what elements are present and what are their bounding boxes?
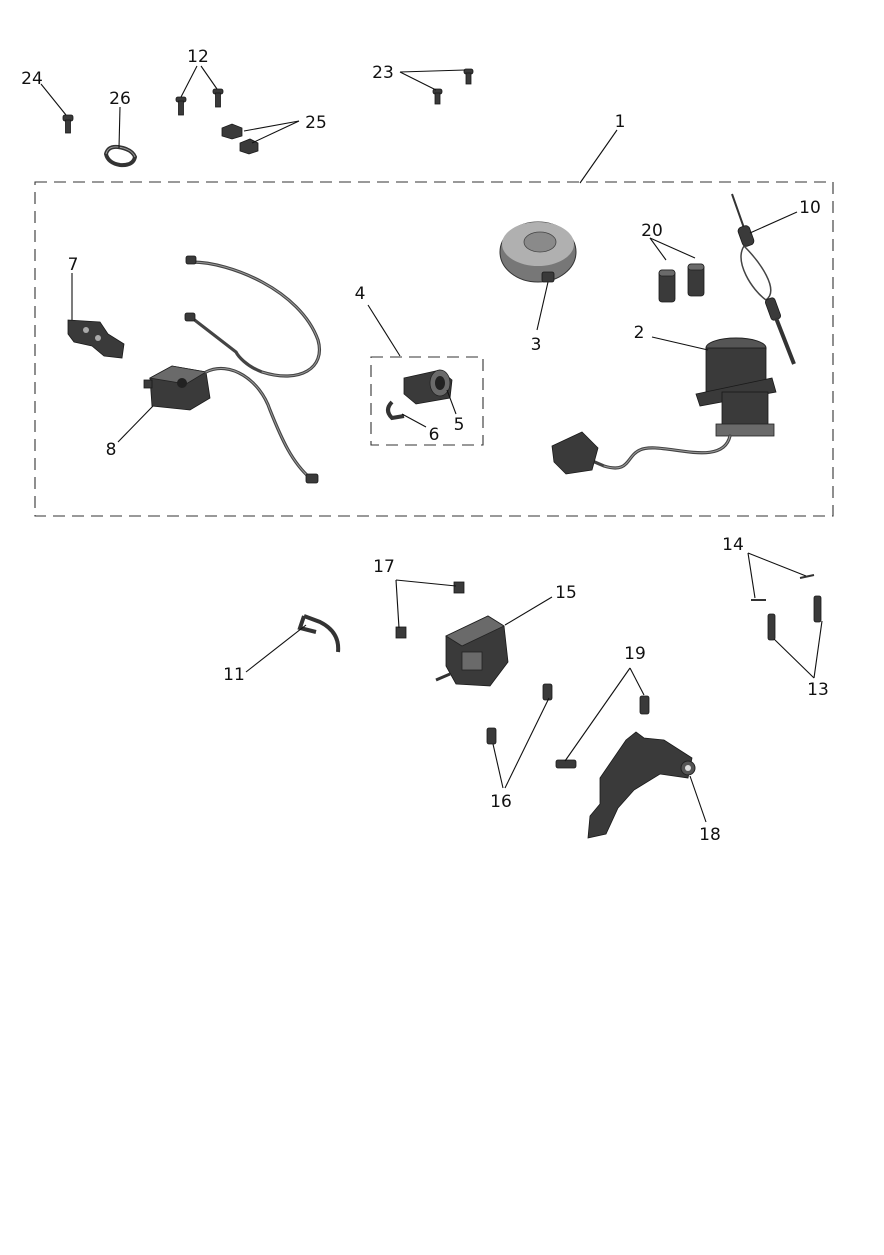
callout-4: 4 [355, 284, 366, 304]
part-14-pins [751, 574, 815, 601]
leader-lines [40, 65, 823, 823]
part-16-screws [486, 683, 553, 745]
callout-10: 10 [799, 198, 821, 218]
part-24-bolt [62, 114, 74, 134]
callout-2: 2 [634, 323, 645, 343]
part-8-switch [143, 365, 211, 411]
callout-26: 26 [109, 89, 131, 109]
part-13-bolts [767, 595, 822, 641]
part-2-ignition [551, 337, 777, 475]
callout-1: 1 [615, 112, 626, 132]
callout-16: 16 [490, 792, 512, 812]
part-5-barrel [403, 369, 453, 405]
part-19-screws [555, 695, 650, 769]
callout-12: 12 [187, 47, 209, 67]
callout-13: 13 [807, 680, 829, 700]
callout-3: 3 [531, 335, 542, 355]
callout-labels: 1 2 3 4 5 6 7 8 10 11 12 13 14 15 16 17 … [21, 47, 829, 845]
callout-24: 24 [21, 69, 43, 89]
callout-8: 8 [106, 440, 117, 460]
part-10-key [731, 193, 796, 365]
callout-6: 6 [429, 425, 440, 445]
part-15-housing [435, 615, 509, 687]
callout-19: 19 [624, 644, 646, 664]
callout-11: 11 [223, 665, 245, 685]
callout-25: 25 [305, 113, 327, 133]
part-17-nuts [395, 581, 465, 639]
callout-7: 7 [68, 255, 79, 275]
callout-18: 18 [699, 825, 721, 845]
assembly-4-box [370, 356, 484, 446]
part-6-clip [386, 400, 405, 421]
part-7-bracket [67, 319, 125, 359]
part-12-screws [175, 88, 224, 116]
callout-23: 23 [372, 63, 394, 83]
part-23-bolts [432, 68, 474, 105]
callout-15: 15 [555, 583, 577, 603]
part-11-bracket [297, 614, 341, 653]
part-25-clips [221, 123, 259, 155]
part-26-shackle [103, 144, 138, 168]
assembly-1-box [34, 181, 834, 517]
part-20-plugs [658, 263, 705, 303]
part-18-bracket [587, 731, 696, 839]
callout-14: 14 [722, 535, 744, 555]
part-cables [184, 255, 321, 484]
callout-20: 20 [641, 221, 663, 241]
callout-17: 17 [373, 557, 395, 577]
callout-5: 5 [454, 415, 465, 435]
part-3-cap [499, 221, 577, 283]
